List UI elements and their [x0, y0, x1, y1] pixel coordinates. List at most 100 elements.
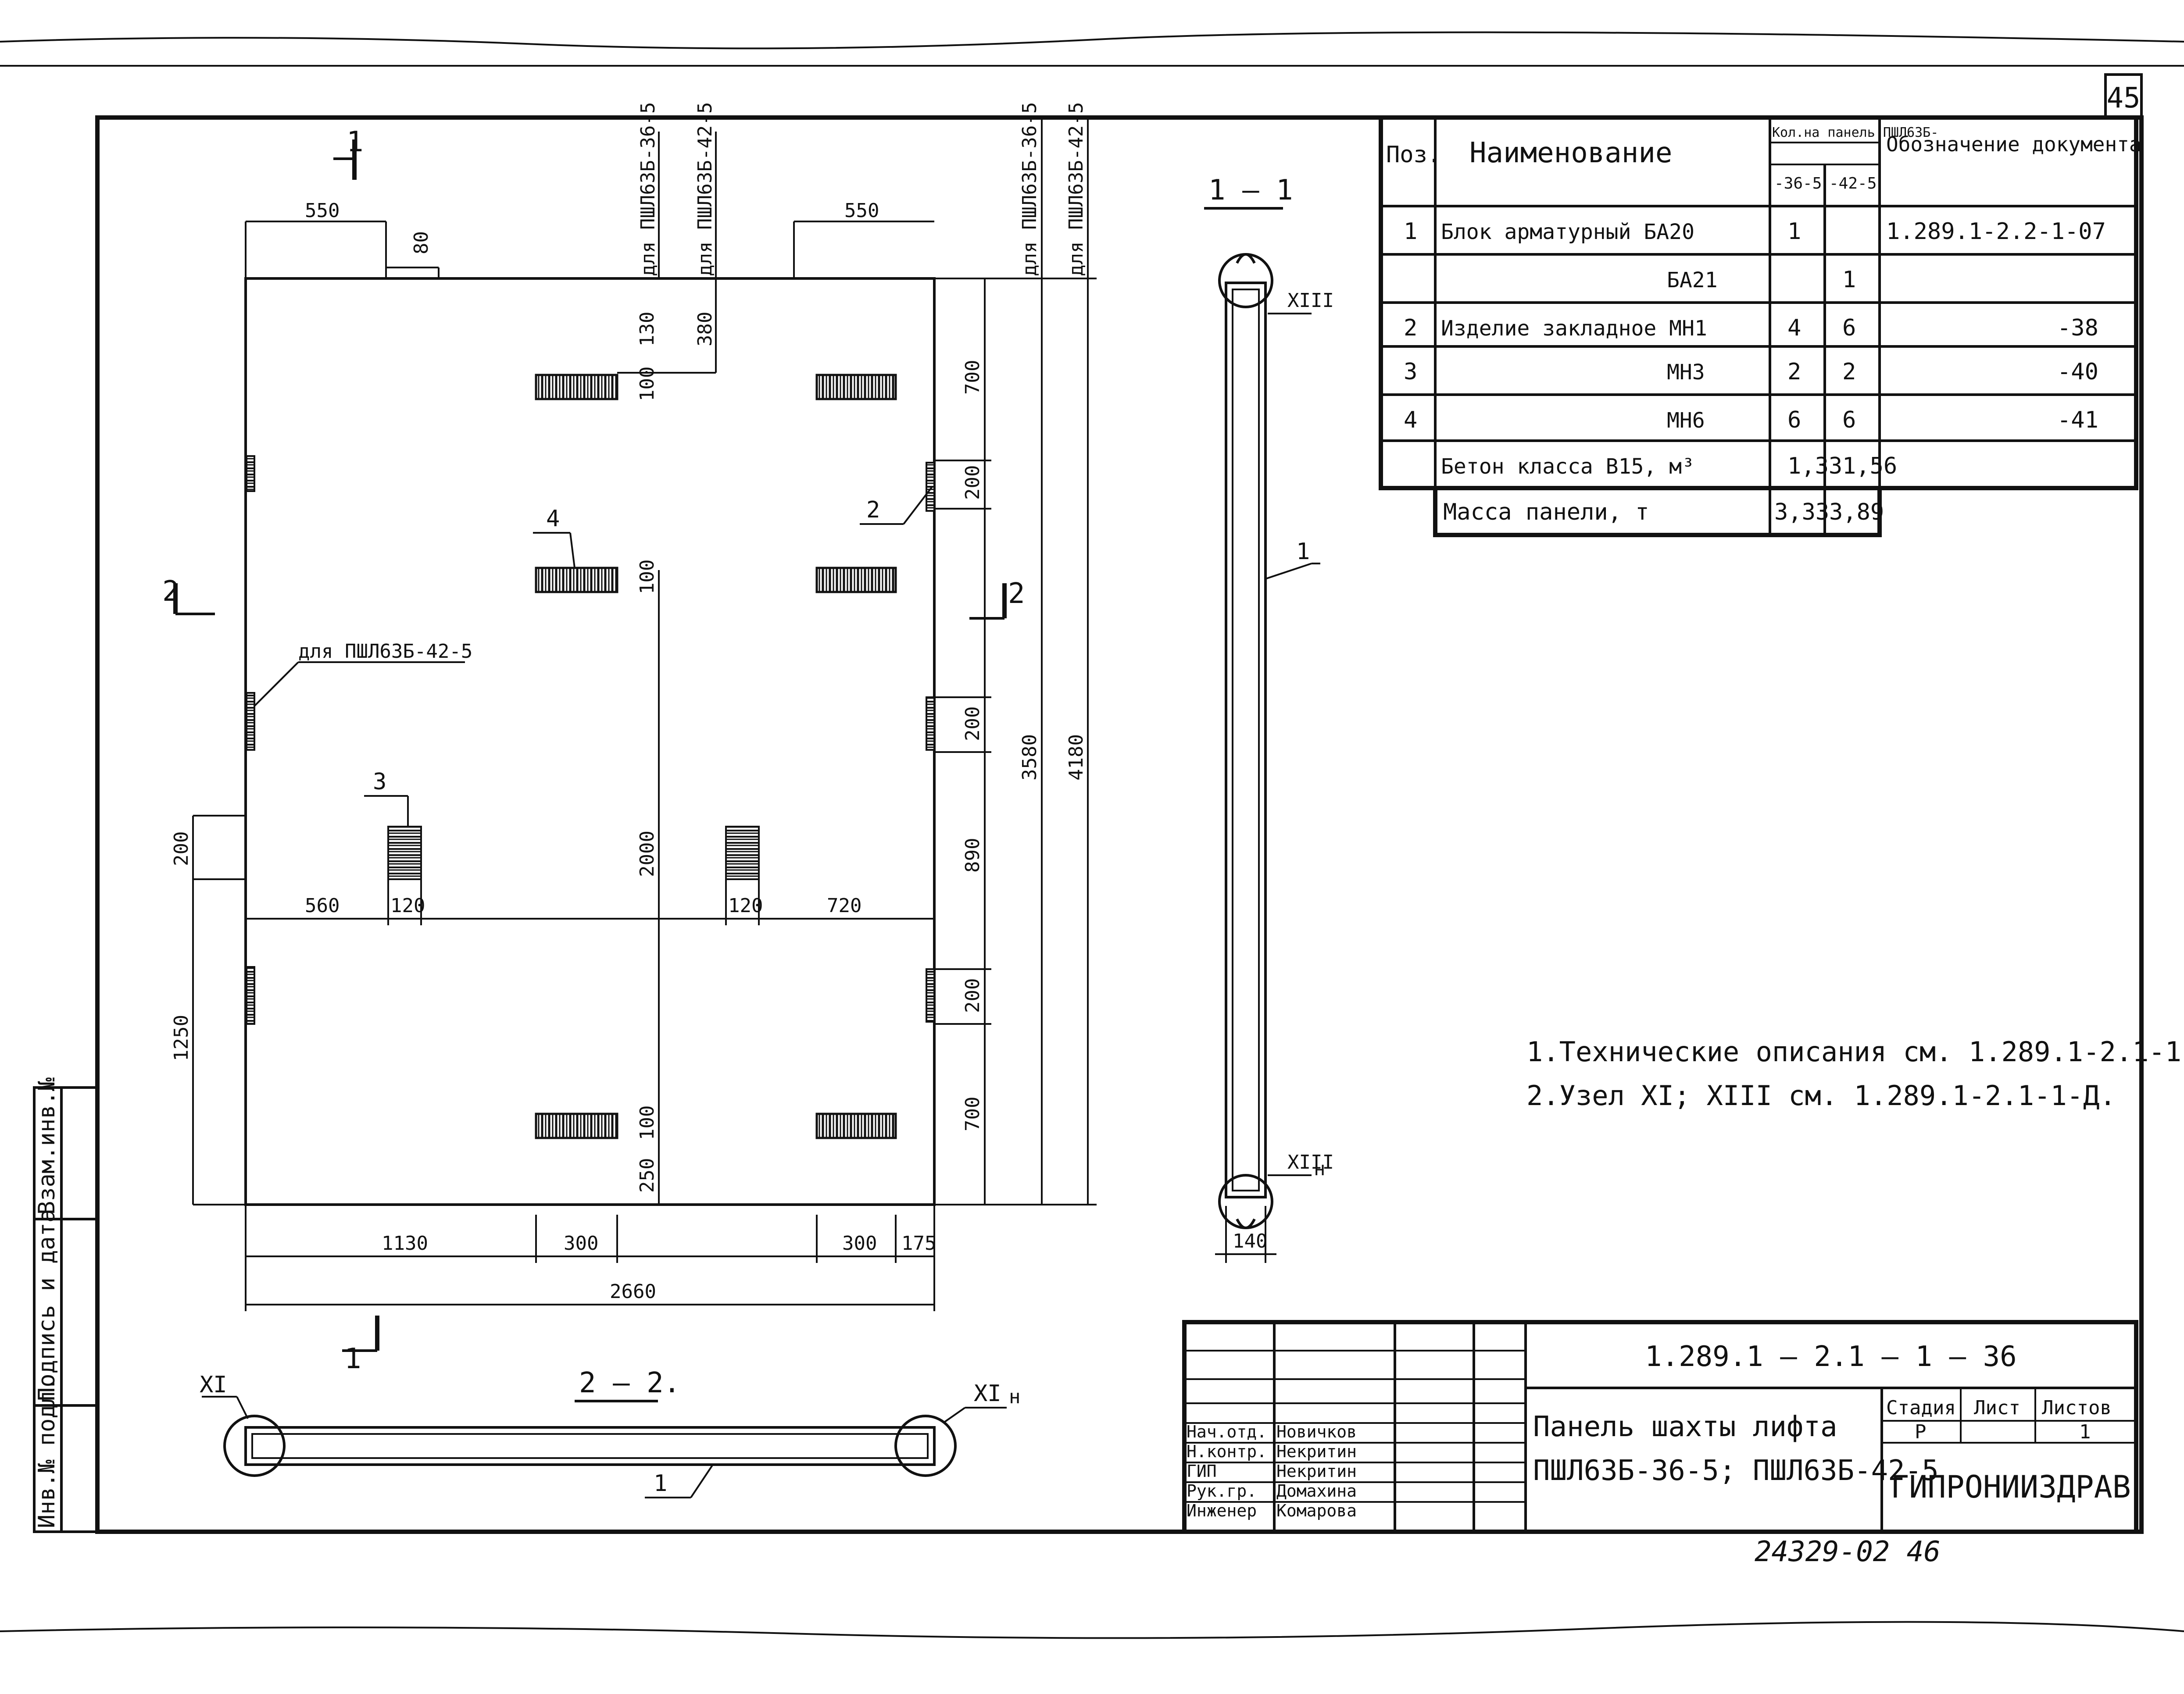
node-XI-right: XI [974, 1380, 1001, 1407]
spec-row-name: БА21 [1667, 268, 1718, 292]
node-XIII-bottom-sub: н [1314, 1158, 1326, 1180]
scan-edge-bottom [0, 1621, 2184, 1639]
callout-2: 2 [866, 497, 880, 523]
strip-cell-3: Инв.№ подл. [34, 1377, 60, 1528]
spec-row-qty-a: 1,33 [1787, 453, 1842, 479]
dim-300-b: 300 [842, 1232, 877, 1255]
spec-row-qty-b: 6 [1842, 407, 1856, 433]
embedded-part-mh1 [926, 968, 935, 1023]
drawing-frame [95, 115, 2144, 1534]
dim-2660: 2660 [610, 1280, 656, 1303]
tb-person-name: Комарова [1276, 1501, 1357, 1520]
section-2-2-pos: 1 [654, 1470, 667, 1497]
spec-header-doc: Обозначение документа [1886, 132, 2141, 156]
tb-stage: Р [1915, 1421, 1927, 1443]
dim-175: 175 [901, 1232, 936, 1255]
callout-3: 3 [373, 769, 386, 795]
dim-80: 80 [410, 231, 433, 254]
dim-250: 250 [636, 1158, 658, 1193]
section-1-1: 1 – 1 XIII XIII н 1 140 [1204, 174, 1334, 1263]
tb-title-2: ПШЛ63Б-36-5; ПШЛ63Б-42-5 [1533, 1455, 1939, 1487]
dim-1250: 1250 [170, 1015, 193, 1061]
dim-100-c: 100 [636, 1106, 658, 1140]
section-mark-2-right: 2 [1008, 578, 1025, 610]
scan-edge-top [0, 31, 2184, 50]
label-for-36-right: для ПШЛ63Б-36-5 [1019, 102, 1041, 276]
spec-header-qty-a: -36-5 [1774, 175, 1822, 193]
spec-row-name: Бетон класса В15, м³ [1441, 454, 1694, 479]
section-2-2-title: 2 – 2. [579, 1367, 680, 1399]
dim-700-top: 700 [962, 360, 984, 395]
dim-120-right: 120 [728, 895, 763, 917]
tb-person-name: Домахина [1276, 1481, 1357, 1501]
embedded-part-mh6 [535, 374, 618, 400]
embedded-part-mh6 [535, 1113, 618, 1139]
dim-380: 380 [694, 312, 716, 346]
node-XIII-bottom: XIII [1287, 1151, 1334, 1173]
dim-1130: 1130 [382, 1232, 428, 1255]
embedded-part-mh1 [246, 692, 255, 751]
embedded-part-mh1 [246, 455, 255, 492]
section-mark-2-left: 2 [162, 575, 179, 608]
spec-row-pos: 4 [1404, 407, 1417, 433]
spec-header-pos: Поз. [1386, 142, 1441, 168]
spec-table: Поз. Наименование Кол.на панель ПШЛ63Б- … [1379, 115, 2141, 537]
tb-person-role: Инженер [1187, 1501, 1257, 1520]
spec-row-pos: 1 [1404, 218, 1417, 245]
embedded-part-mh6 [815, 1113, 897, 1139]
strip-cell-2: Подпись и дата [34, 1209, 60, 1401]
tb-code: 1.289.1 – 2.1 – 1 – 36 [1645, 1341, 2017, 1373]
dim-550-left: 550 [305, 200, 340, 222]
dim-100-b: 100 [636, 560, 658, 594]
spec-row-name: Изделие закладное МН1 [1441, 316, 1707, 341]
spec-row-name: Блок арматурный БА20 [1441, 220, 1694, 244]
spec-row-qty-a: 1 [1787, 218, 1801, 245]
dim-720: 720 [827, 895, 861, 917]
spec-row-pos: 2 [1404, 315, 1417, 341]
title-block: 1.289.1 – 2.1 – 1 – 36 Панель шахты лифт… [1182, 1320, 2138, 1534]
dim-300-a: 300 [564, 1232, 598, 1255]
embedded-part-mh1 [926, 696, 935, 751]
label-for-42: для ПШЛ63Б-42-5 [694, 102, 716, 276]
embedded-part-mh6 [535, 567, 618, 593]
spec-row-qty-a: 4 [1787, 315, 1801, 341]
spec-row-name: МН6 [1667, 408, 1705, 433]
section-1-1-pos: 1 [1296, 539, 1310, 565]
left-strip: Взам.инв.№ Подпись и дата Инв.№ подл. [33, 1077, 99, 1533]
note-1: 1.Технические описания см. 1.289.1-2.1-1… [1526, 1036, 2184, 1068]
embedded-part-mh3 [387, 826, 422, 880]
spec-mass-name: Масса панели, т [1443, 499, 1649, 525]
note-2: 2.Узел XI; XIII см. 1.289.1-2.1-1-Д. [1526, 1080, 2116, 1112]
node-XI-right-sub: н [1009, 1386, 1021, 1408]
section-1-1-width: 140 [1233, 1230, 1267, 1252]
spec-row-doc: -38 [2057, 315, 2098, 341]
node-XI-left: XI [200, 1372, 227, 1398]
embedded-part-mh6 [815, 374, 897, 400]
node-XIII-top: XIII [1287, 289, 1334, 312]
panel-outline [244, 277, 936, 1206]
section-mark-1-bottom: 1 [344, 1343, 361, 1375]
dim-3580: 3580 [1019, 734, 1041, 781]
tb-person-name: Некритин [1276, 1462, 1357, 1481]
tb-sheets: 1 [2079, 1421, 2091, 1443]
tb-title-1: Панель шахты лифта [1533, 1411, 1837, 1443]
spec-mass-b: 3,89 [1829, 499, 1884, 525]
section-mark-1-top: 1 [347, 126, 364, 158]
dim-200-b: 200 [962, 706, 984, 741]
tb-sheet-header: Лист [1974, 1397, 2020, 1419]
spec-row-qty-a: 2 [1787, 359, 1801, 385]
spec-row-qty-b: 6 [1842, 315, 1856, 341]
tb-sheets-header: Листов [2042, 1397, 2112, 1419]
tb-person-name: Некритин [1276, 1442, 1357, 1461]
spec-row-doc: -41 [2057, 407, 2098, 433]
spec-row-qty-a: 6 [1787, 407, 1801, 433]
dim-200-a: 200 [962, 465, 984, 500]
dim-130: 130 [636, 312, 658, 346]
embedded-part-mh6 [815, 567, 897, 593]
spec-header-qty-b: -42-5 [1829, 175, 1877, 193]
tb-org: ГИПРОНИИЗДРАВ [1891, 1469, 2131, 1505]
footer-stamp: 24329-02 46 [1755, 1536, 1941, 1568]
spec-row-name: МН3 [1667, 360, 1705, 385]
